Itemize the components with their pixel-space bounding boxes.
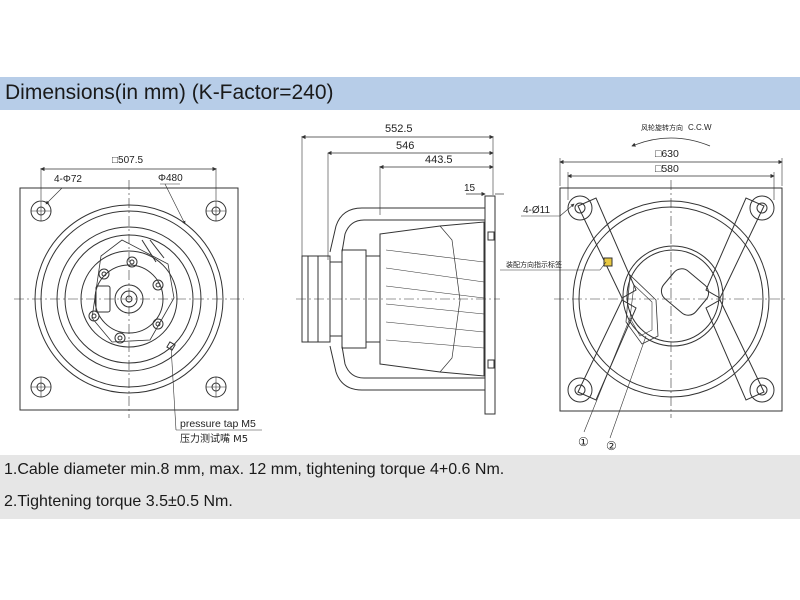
dim-side-flange: 15 [464, 183, 476, 194]
side-view [296, 134, 504, 415]
dim-front-holes: 4-Φ72 [54, 174, 82, 185]
pressure-tap-label: pressure tap M5 [180, 418, 256, 430]
orientation-label-cn: 装配方向指示标签 [506, 260, 562, 269]
callout-1: ① [578, 435, 589, 449]
dim-front-circle: Φ480 [158, 173, 183, 184]
note-row-2: 2.Tightening torque 3.5±0.5 Nm. [0, 487, 800, 519]
note-row-1: 1.Cable diameter min.8 mm, max. 12 mm, t… [0, 455, 800, 487]
rotation-label-cn: 风轮旋转方向 [641, 123, 683, 132]
front-view [14, 166, 262, 431]
rear-motor-body [622, 245, 724, 347]
rear-orientation-label [603, 257, 613, 267]
dim-rear-outer: □630 [655, 148, 679, 160]
callout-2: ② [606, 439, 617, 453]
note-2: 2.Tightening torque 3.5±0.5 Nm. [4, 493, 233, 510]
dim-side-443: 443.5 [425, 154, 453, 166]
dim-front-square: □507.5 [112, 155, 144, 166]
dim-rear-inner: □580 [655, 163, 679, 175]
side-mounting-flange [484, 195, 496, 415]
section-header: Dimensions(in mm) (K-Factor=240) [0, 77, 800, 110]
dim-rear-holes: 4-Ø11 [523, 205, 550, 216]
section-title: Dimensions(in mm) (K-Factor=240) [5, 81, 334, 104]
rear-view [500, 137, 788, 439]
dim-side-overall: 552.5 [385, 123, 413, 135]
front-corner-holes [30, 200, 227, 398]
rotation-direction: C.C.W [688, 123, 712, 132]
dim-side-546: 546 [396, 140, 414, 152]
rear-corner-holes [567, 195, 775, 403]
note-1: 1.Cable diameter min.8 mm, max. 12 mm, t… [4, 461, 505, 478]
pressure-tap-label-cn: 压力测试嘴 M5 [180, 432, 248, 445]
